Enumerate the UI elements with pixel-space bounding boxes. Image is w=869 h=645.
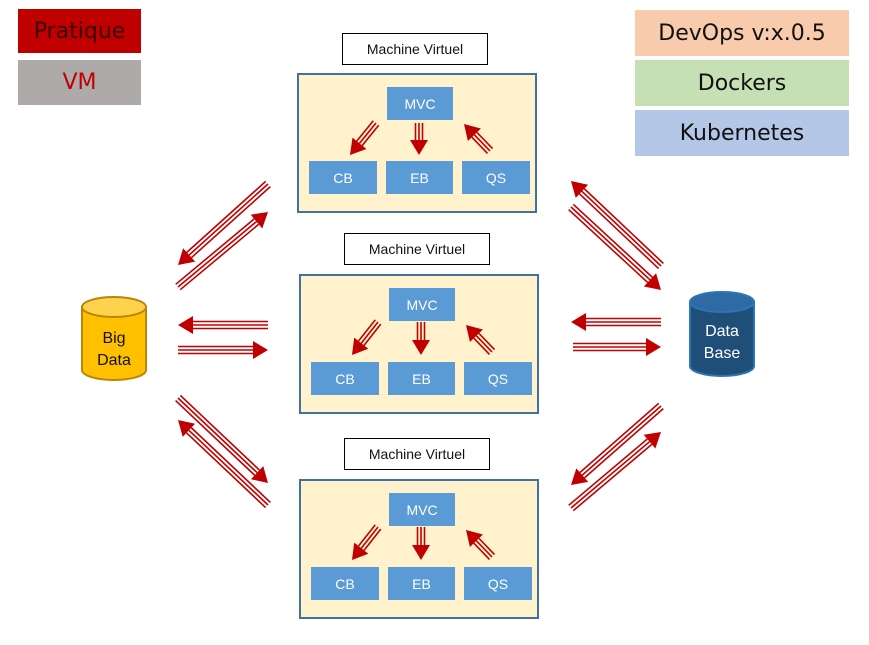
arrow-21 <box>466 530 496 560</box>
database-line2: Base <box>703 345 741 362</box>
tag-pratique: Pratique <box>18 9 141 53</box>
database-cylinder-icon <box>689 291 755 377</box>
legend-devops: DevOps v:x.0.5 <box>635 10 849 56</box>
machine-2-qs: QS <box>464 362 532 395</box>
arrow-17 <box>412 322 430 355</box>
machine-1-eb: EB <box>386 161 453 194</box>
arrow-14 <box>410 123 428 155</box>
database-label: Data Base <box>690 321 754 365</box>
arrow-20 <box>412 527 430 560</box>
machine-2-eb: EB <box>388 362 455 395</box>
arrows-group <box>175 120 664 560</box>
machine-2-mvc: MVC <box>389 288 455 321</box>
machine-3-mvc: MVC <box>389 493 455 526</box>
legend-kubernetes: Kubernetes <box>635 110 849 156</box>
arrow-5 <box>175 394 268 483</box>
arrow-15 <box>464 124 494 154</box>
bigdata-line2: Data <box>97 352 131 369</box>
machine-1-mvc: MVC <box>387 87 453 120</box>
machine-1-cb: CB <box>309 161 377 194</box>
arrow-6 <box>178 420 271 509</box>
machine-2-label: Machine Virtuel <box>344 233 490 265</box>
machine-3-eb: EB <box>388 567 455 600</box>
arrow-16 <box>352 319 382 355</box>
arrow-10 <box>573 338 661 356</box>
tag-vm: VM <box>18 60 141 105</box>
arrow-19 <box>352 524 382 560</box>
bigdata-label: Big Data <box>82 328 146 372</box>
bigdata-cylinder-icon <box>81 296 147 381</box>
arrow-3 <box>178 316 268 334</box>
machine-1-label: Machine Virtuel <box>342 33 488 65</box>
legend-dockers: Dockers <box>635 60 849 106</box>
arrow-11 <box>571 402 664 485</box>
arrow-2 <box>175 212 268 291</box>
arrow-4 <box>178 341 268 359</box>
arrow-1 <box>178 180 271 265</box>
machine-3-label: Machine Virtuel <box>344 438 490 470</box>
database-line1: Data <box>705 323 739 340</box>
arrow-13 <box>350 120 380 155</box>
machine-3-cb: CB <box>311 567 379 600</box>
bigdata-line1: Big <box>102 330 126 347</box>
arrow-12 <box>568 432 661 512</box>
arrow-9 <box>571 313 661 331</box>
arrow-7 <box>571 181 664 270</box>
machine-3-qs: QS <box>464 567 532 600</box>
machine-2-box: MVC CB EB QS <box>299 274 539 414</box>
machine-1-qs: QS <box>462 161 530 194</box>
arrow-8 <box>568 203 661 290</box>
machine-2-cb: CB <box>311 362 379 395</box>
arrow-18 <box>466 325 496 355</box>
